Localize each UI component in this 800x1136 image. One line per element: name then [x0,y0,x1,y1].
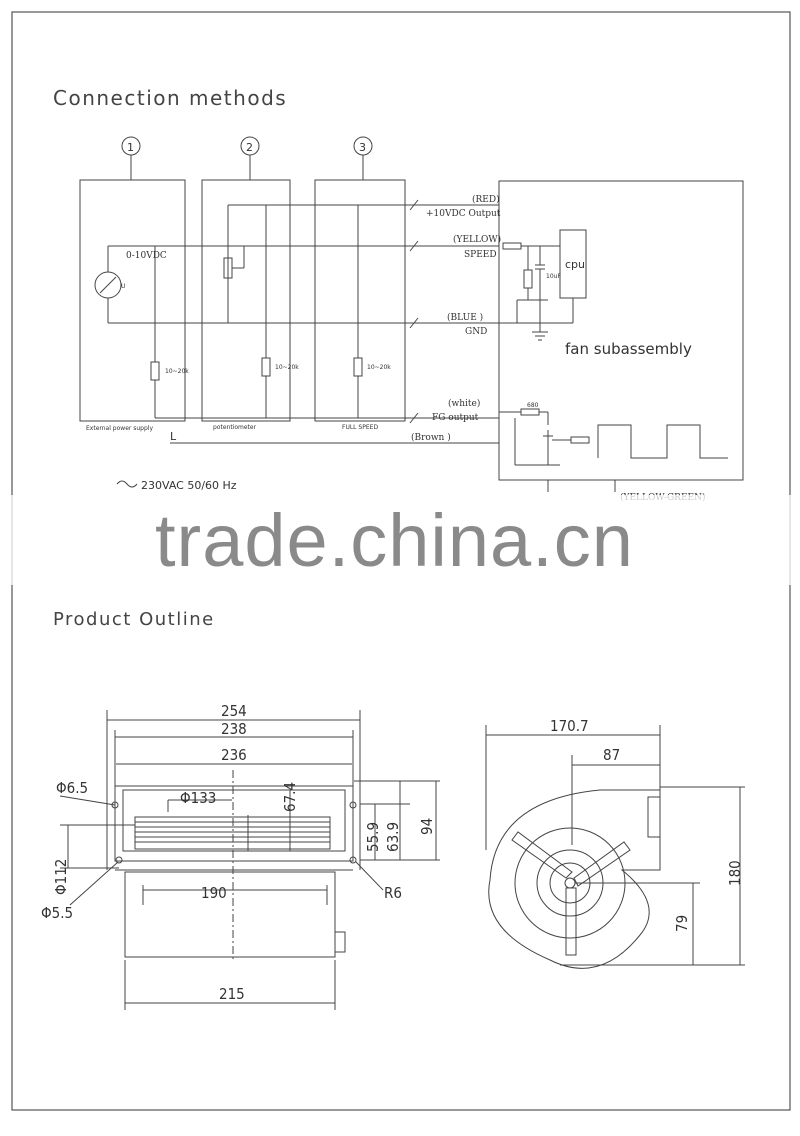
hub-icon [564,877,576,889]
fg-square-wave [597,424,728,459]
dim-phi-6-5: Φ6.5 [56,779,88,797]
dim-190: 190 [201,884,227,902]
connection-methods-title: Connection methods [53,86,288,110]
dim-79: 79 [673,915,691,932]
line-l-label: L [170,430,177,443]
scroll-housing [488,789,661,969]
bracket-arm-left [511,831,573,879]
front-impeller [134,816,331,850]
blue-wire-label: (BLUE ) [447,312,483,323]
yellow-wire-label: (YELLOW) [453,234,501,245]
method-2-number: 2 [246,141,253,154]
white-wire-function: FG output [432,413,479,423]
fan-subassembly-label: fan subassembly [565,340,692,358]
dim-94: 94 [418,818,436,835]
red-wire-function: +10VDC Output [426,209,501,219]
voltmeter-icon [94,271,122,299]
dim-170-7: 170.7 [550,717,589,735]
dim-215: 215 [219,985,245,1003]
ac-supply-label: 230VAC 50/60 Hz [141,479,237,492]
dim-phi-112: Φ112 [52,859,70,895]
product-outline-title: Product Outline [53,609,215,630]
side-view [485,725,745,969]
dim-phi-133: Φ133 [180,789,216,807]
resistor-680-label: 680 [527,402,539,409]
brown-wire-label: (Brown ) [411,432,451,443]
dim-r6: R6 [384,884,402,902]
dim-254: 254 [221,702,247,720]
watermark-band [0,495,800,585]
method-1-number: 1 [127,141,134,154]
connection-diagram [79,136,744,492]
potentiometer-box [201,179,291,422]
external-supply-box [79,179,186,422]
yellow-wire-function: SPEED [464,250,497,260]
dim-87: 87 [603,746,620,764]
dim-67-4: 67.4 [281,782,299,812]
front-housing [114,785,354,862]
full-speed-label: FULL SPEED [342,424,378,431]
dim-55-9: 55.9 [364,822,382,852]
ac-wave-icon [116,480,138,488]
potentiometer-label: potentiometer [213,424,257,431]
red-wire-label: (RED) [472,194,500,205]
dim-180: 180 [726,860,744,886]
fan-subassembly-box [498,180,744,481]
resistor-3-label: 10~20k [367,364,391,371]
capacitor-label: 10uF [546,273,561,280]
front-motor [124,871,336,958]
meter-symbol: U [121,283,125,290]
resistor-1-label: 10~20k [165,368,189,375]
method-3-number: 3 [359,141,366,154]
dim-63-9: 63.9 [384,822,402,852]
dim-236: 236 [221,746,247,764]
voltage-range-label: 0-10VDC [126,251,167,261]
front-view [59,710,440,1010]
cpu-label: cpu [565,258,585,271]
watermark-text: trade.china.cn [155,499,634,582]
dim-phi-5-5: Φ5.5 [41,904,73,922]
blue-wire-function: GND [465,327,487,337]
resistor-2-label: 10~20k [275,364,299,371]
white-wire-label: (white) [448,398,480,409]
bracket-arm-bottom [565,887,577,956]
dim-238: 238 [221,720,247,738]
full-speed-box [314,179,406,422]
external-supply-label: External power supply [86,425,153,432]
